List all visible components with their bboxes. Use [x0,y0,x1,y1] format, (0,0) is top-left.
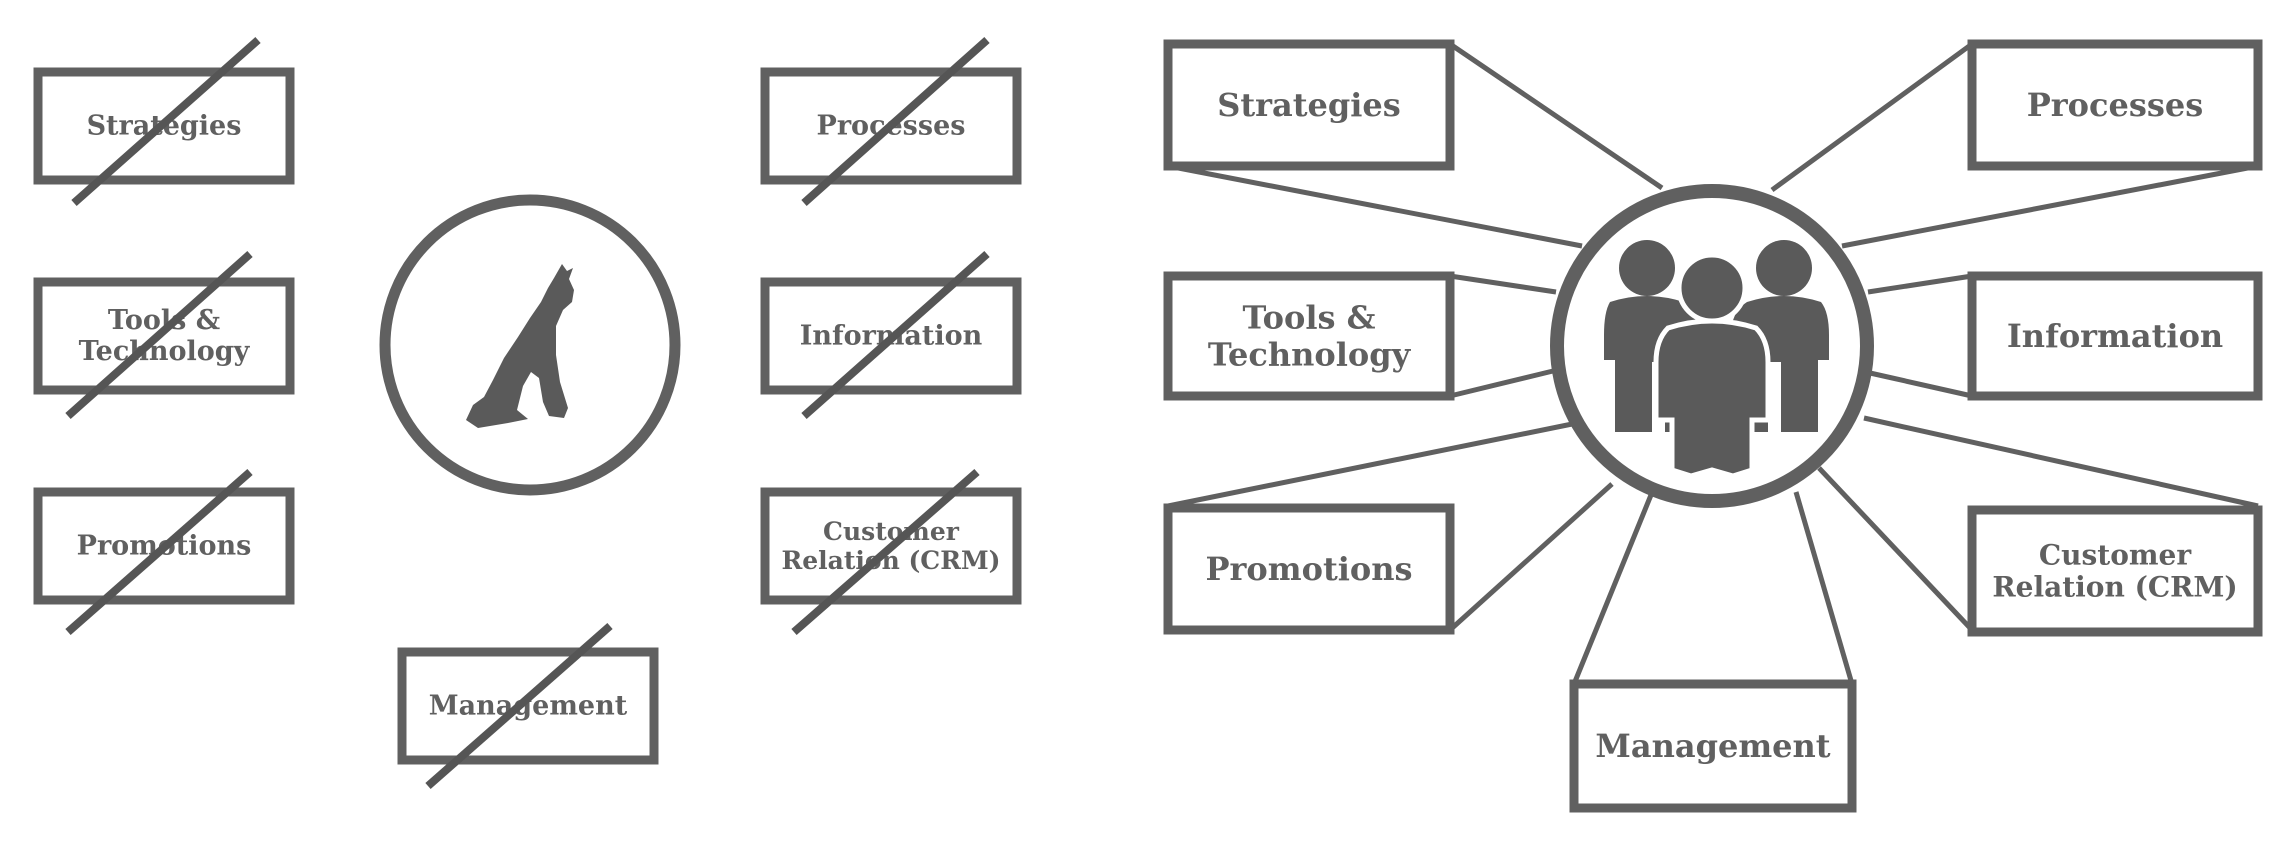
right-box-processes-frame [1967,39,2263,171]
right-panel [1167,41,2259,685]
right-box-crm-label: Customer [2039,538,2192,571]
right-box-processes-label: Processes [2027,86,2204,124]
right-box-tools-label: Technology [1208,335,1412,373]
left-box-promotions-strike [65,468,253,636]
left-box-crm-strike [791,468,980,636]
left-panel [379,194,681,496]
left-box-crm-label: Customer [823,517,960,546]
left-box-strategies: Strategies [33,37,295,206]
right-box-promotions: Promotions [1163,503,1455,635]
left-box-information: Information [760,251,1022,419]
right-box-information-frame [1967,271,2263,401]
right-box-management-label: Management [1595,727,1830,765]
right-box-processes: Processes [1967,39,2263,171]
left-box-information-strike [801,251,990,419]
right-box-promotions-frame [1163,503,1455,635]
right-box-crm-frame [1967,505,2263,637]
right-box-information-label: Information [2007,317,2223,355]
left-box-strategies-strike [71,37,261,206]
right-box-strategies: Strategies [1163,39,1455,171]
left-box-tools-label: Technology [79,336,251,367]
left-box-processes-strike [801,37,990,206]
left-box-management-frame [397,647,659,765]
right-box-strategies-frame [1163,39,1455,171]
right-box-tools: Tools &Technology [1163,271,1455,401]
right-box-management-frame [1569,679,1857,813]
right-box-strategies-label: Strategies [1217,86,1401,124]
right-box-management: Management [1569,679,1857,813]
spokes [1167,41,2259,685]
right-box-tools-label: Tools & [1242,299,1375,337]
right-box-crm-label: Relation (CRM) [1992,571,2237,604]
right-box-promotions-label: Promotions [1205,550,1412,588]
left-box-processes: Processes [760,37,1022,206]
left-box-promotions: Promotions [33,468,295,636]
right-box-tools-frame [1163,271,1455,401]
right-box-information: Information [1967,271,2263,401]
left-box-tools-frame [33,277,295,395]
team-people-icon [1604,240,1829,479]
left-box-tools-strike [65,251,253,419]
left-box-management: Management [397,622,659,790]
left-box-tools: Tools &Technology [33,251,295,419]
left-box-management-strike [425,622,613,790]
howling-wolf-icon [466,264,574,428]
